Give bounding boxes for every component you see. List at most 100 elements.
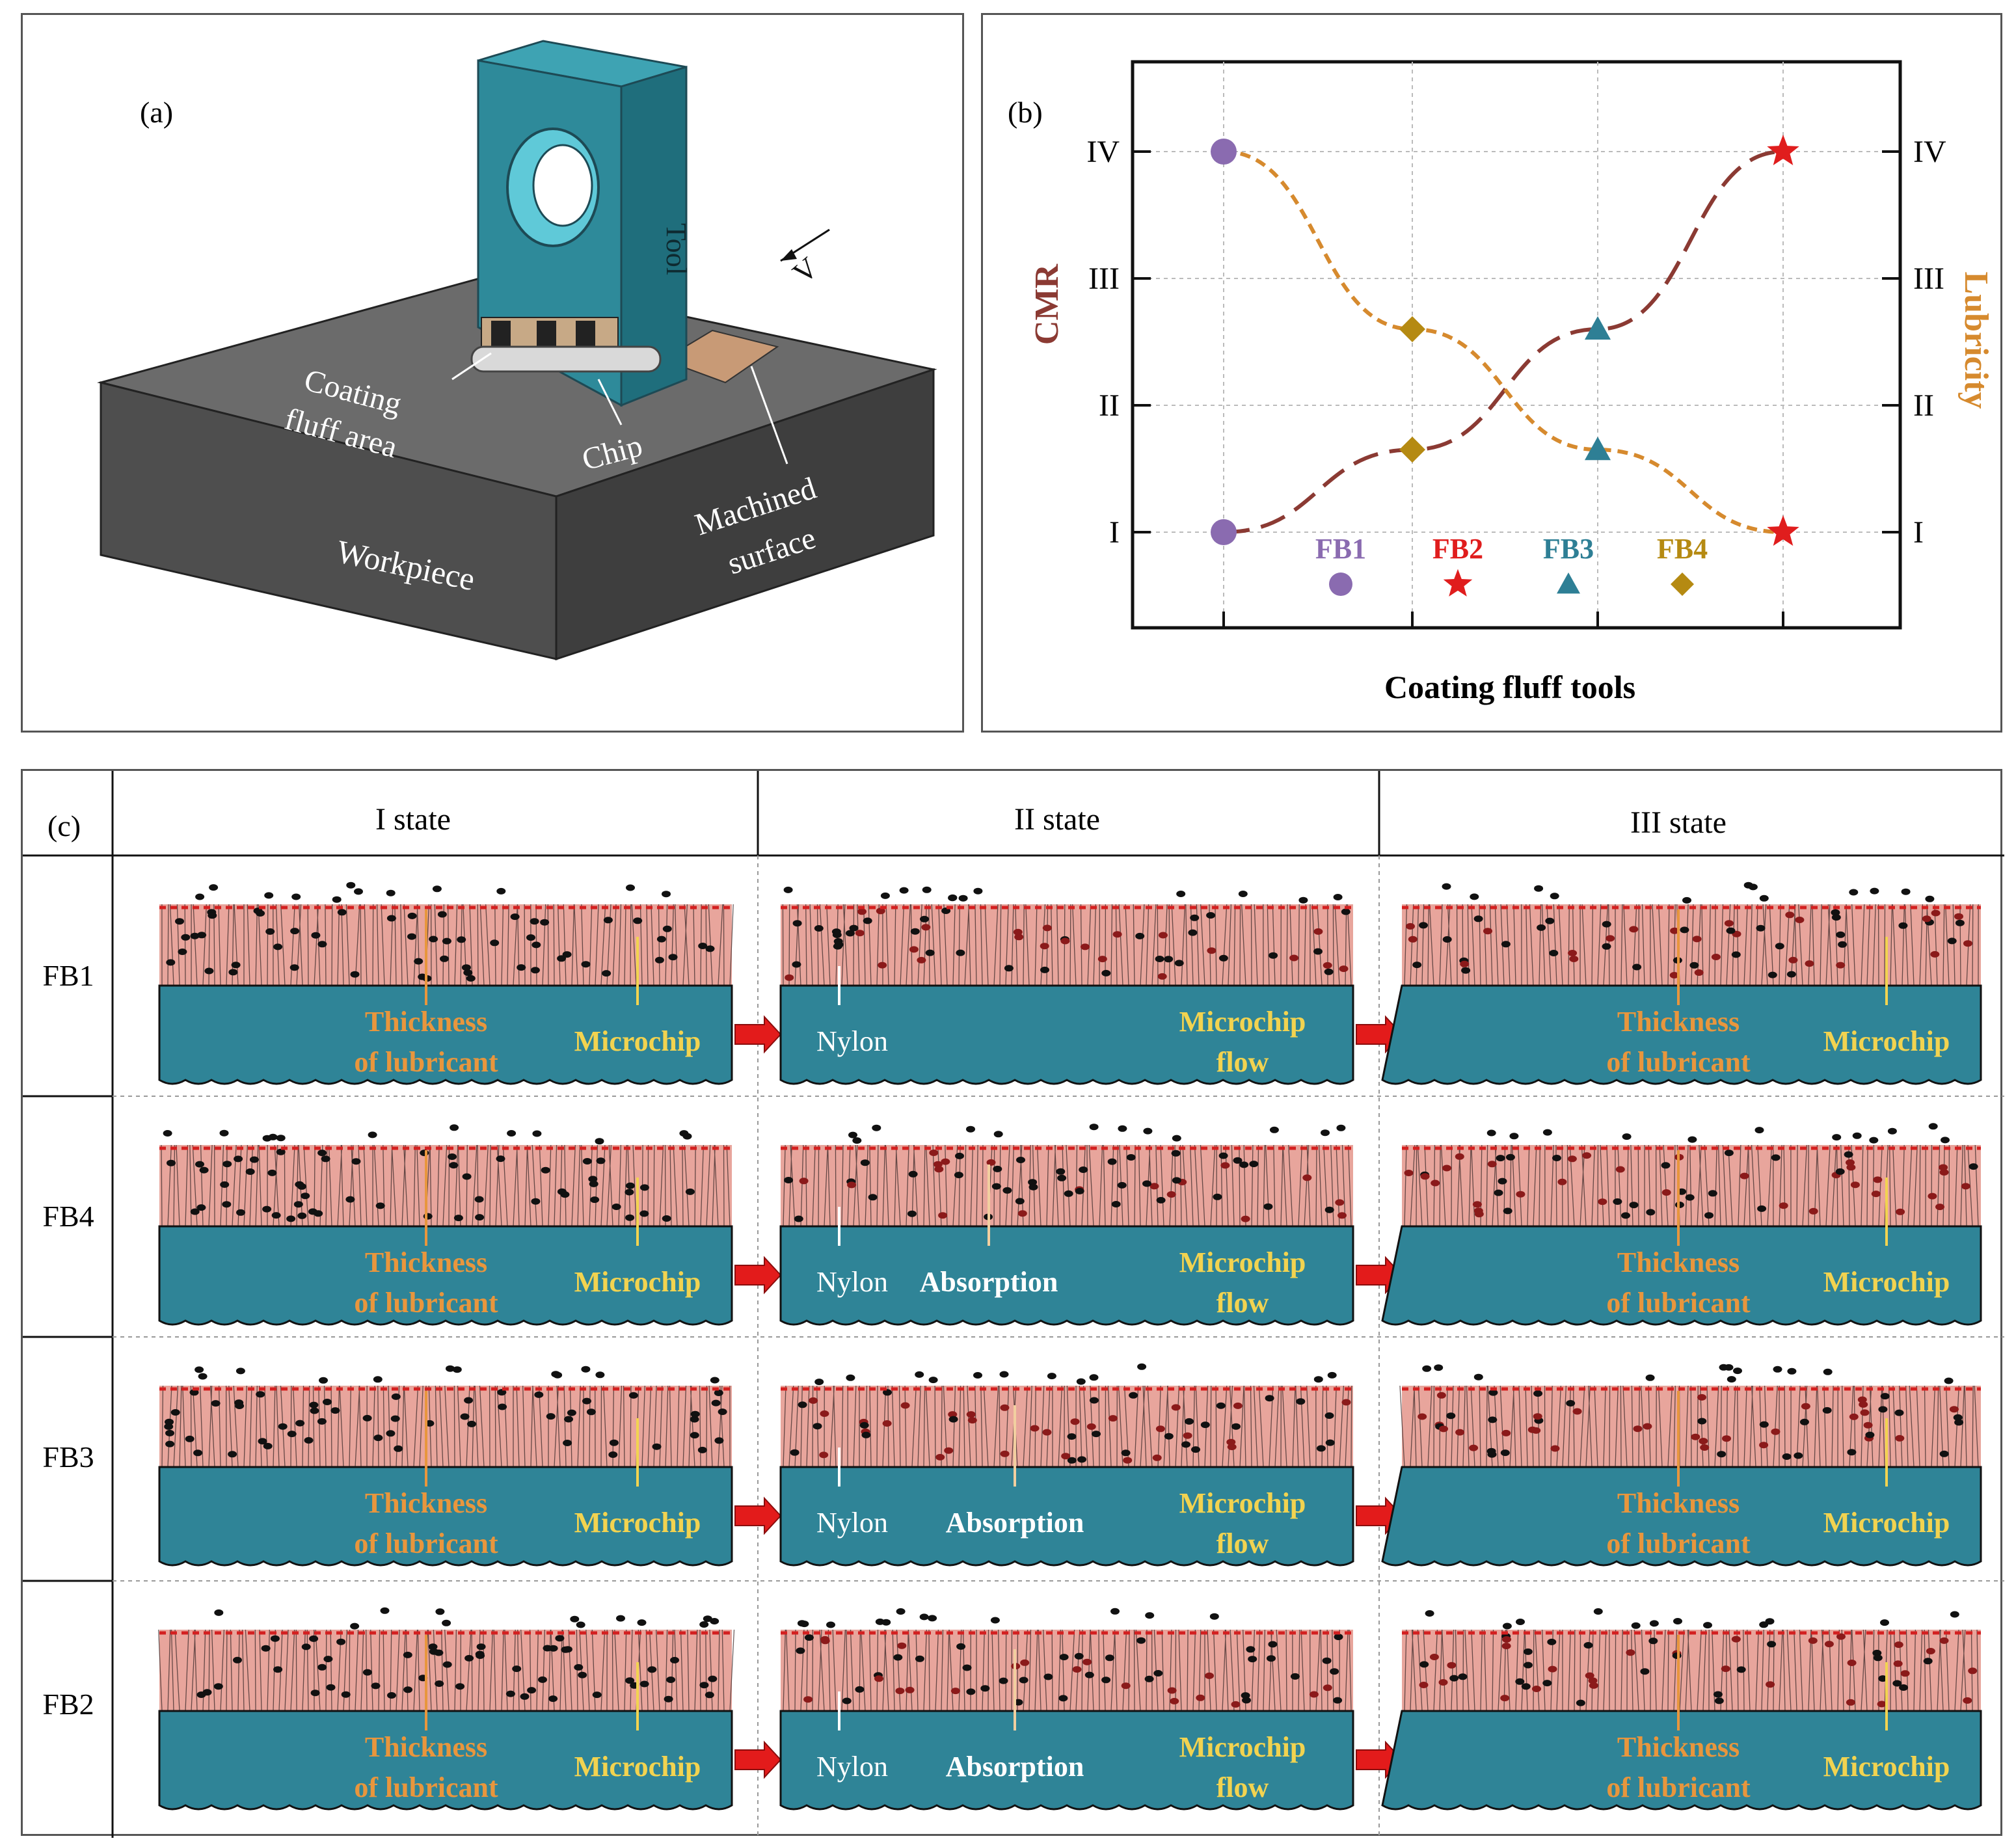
microchip-particle bbox=[222, 1161, 232, 1168]
microchip-particle bbox=[1566, 1400, 1576, 1407]
thickness-label-line1: Thickness bbox=[1617, 1487, 1740, 1519]
microchip-particle bbox=[948, 1416, 958, 1423]
floating-microchip bbox=[1759, 895, 1769, 902]
microchip-particle bbox=[907, 1210, 917, 1217]
microchip-particle bbox=[1859, 1401, 1868, 1408]
data-point-fb2 bbox=[1767, 135, 1799, 165]
microchip-particle bbox=[562, 951, 572, 958]
machined-surface-area bbox=[662, 329, 779, 384]
microchip-particle bbox=[690, 1416, 699, 1423]
microchip-particle bbox=[1700, 1444, 1710, 1451]
microchip-particle bbox=[462, 1173, 472, 1180]
microchip-particle bbox=[1167, 1687, 1177, 1694]
floating-microchip bbox=[710, 1618, 719, 1624]
microchip-particle bbox=[574, 1663, 584, 1671]
floating-microchip bbox=[848, 1131, 857, 1138]
microchip-particle bbox=[166, 959, 176, 966]
floating-microchip bbox=[919, 1613, 929, 1621]
microchip-particle bbox=[849, 924, 859, 932]
microchip-particle bbox=[278, 1423, 288, 1430]
microchip-particle bbox=[832, 932, 842, 938]
microchip-particle bbox=[1785, 911, 1795, 919]
thickness-label-line2: of lubricant bbox=[354, 1771, 498, 1803]
microchip-particle bbox=[1757, 1205, 1767, 1212]
microchip-particle bbox=[490, 939, 500, 947]
microchip-particle bbox=[1680, 926, 1689, 934]
microchip-particle bbox=[1233, 1157, 1243, 1164]
microchip-particle bbox=[1968, 1667, 1978, 1675]
y-axis-right-label: Lubricity bbox=[1957, 272, 1995, 409]
microchip-particle bbox=[310, 1407, 319, 1414]
microchip-particle bbox=[1629, 1202, 1639, 1209]
microchip-particle bbox=[882, 1420, 892, 1427]
floating-microchip bbox=[553, 1371, 563, 1379]
microchip-particle bbox=[407, 933, 416, 940]
microchip-particle bbox=[309, 1401, 319, 1408]
thickness-label-line1: Thickness bbox=[1617, 1246, 1740, 1278]
microchip-particle bbox=[933, 1161, 943, 1168]
microchip-particle bbox=[531, 941, 541, 949]
microchip-label: Microchip bbox=[1823, 1751, 1950, 1783]
microchip-particle bbox=[670, 1656, 679, 1663]
microchip-particle bbox=[276, 1148, 286, 1155]
nylon-fibers bbox=[1399, 1385, 1979, 1468]
floating-microchip bbox=[1172, 1135, 1181, 1142]
floating-microchip bbox=[679, 1130, 689, 1137]
floating-microchip bbox=[1509, 1133, 1519, 1140]
floating-microchip bbox=[368, 1131, 377, 1138]
microchip-particle bbox=[1183, 1432, 1192, 1439]
microchip-particle bbox=[467, 1420, 476, 1427]
microchip-particle bbox=[656, 936, 666, 943]
substrate-block bbox=[1381, 984, 1982, 1085]
microchip-particle bbox=[1939, 1450, 1949, 1457]
floating-microchip bbox=[346, 882, 356, 889]
microchip-particle bbox=[1108, 1415, 1118, 1422]
velocity-arrowhead bbox=[781, 249, 797, 261]
microchip-particle bbox=[1455, 1429, 1465, 1436]
state-transition-arrow bbox=[734, 1740, 782, 1779]
floating-microchip bbox=[380, 1607, 390, 1614]
microchip-particle bbox=[1042, 924, 1052, 932]
microchip-particle bbox=[1685, 1194, 1695, 1201]
floating-microchip bbox=[1673, 1618, 1682, 1624]
microchip-particle bbox=[231, 962, 241, 969]
microchip-particle bbox=[609, 1439, 619, 1446]
microchip-particle bbox=[289, 964, 299, 971]
microchip-particle bbox=[938, 1212, 948, 1219]
thickness-label-line2: of lubricant bbox=[354, 1528, 498, 1559]
microchip-particle bbox=[1589, 1682, 1598, 1689]
thickness-label-line2: of lubricant bbox=[1606, 1528, 1751, 1559]
state-transition-arrow bbox=[734, 1256, 782, 1295]
microchip-particle bbox=[1726, 927, 1736, 934]
legend-label-fb2: FB2 bbox=[1432, 533, 1483, 565]
thickness-label-line1: Thickness bbox=[365, 1006, 487, 1038]
thickness-label-line1: Thickness bbox=[365, 1487, 487, 1519]
microchip-particle bbox=[1767, 1641, 1777, 1648]
row-header: FB3 bbox=[42, 1440, 94, 1474]
microchip-particle bbox=[164, 1423, 174, 1430]
microchip-particle bbox=[1844, 1151, 1853, 1158]
microchip-particle bbox=[654, 956, 664, 963]
microchip-particle bbox=[874, 1675, 883, 1682]
microchip-particle bbox=[792, 961, 801, 968]
microchip-particle bbox=[966, 1688, 976, 1695]
microchip-particle bbox=[453, 1215, 463, 1222]
microchip-particle bbox=[1070, 1418, 1080, 1425]
microchip-particle bbox=[878, 962, 887, 969]
microchip-particle bbox=[293, 1201, 303, 1208]
y-tick-label-right: IV bbox=[1913, 135, 1946, 169]
microchip-particle bbox=[448, 1153, 457, 1160]
floating-microchip bbox=[1649, 1620, 1659, 1627]
microchip-particle bbox=[449, 1162, 459, 1169]
microchip-particle bbox=[1040, 943, 1049, 950]
microchip-particle bbox=[1524, 1662, 1533, 1669]
microchip-particle bbox=[460, 1413, 470, 1420]
floating-microchip bbox=[616, 1615, 625, 1622]
floating-microchip bbox=[1852, 1132, 1862, 1139]
microchip-particle bbox=[1404, 1170, 1414, 1176]
microchip-particle bbox=[1836, 931, 1846, 938]
microchip-particle bbox=[1569, 956, 1579, 962]
microchip-particle bbox=[1717, 1451, 1727, 1458]
thickness-label-line1: Thickness bbox=[1617, 1731, 1740, 1763]
microchip-particle bbox=[1325, 1439, 1335, 1446]
